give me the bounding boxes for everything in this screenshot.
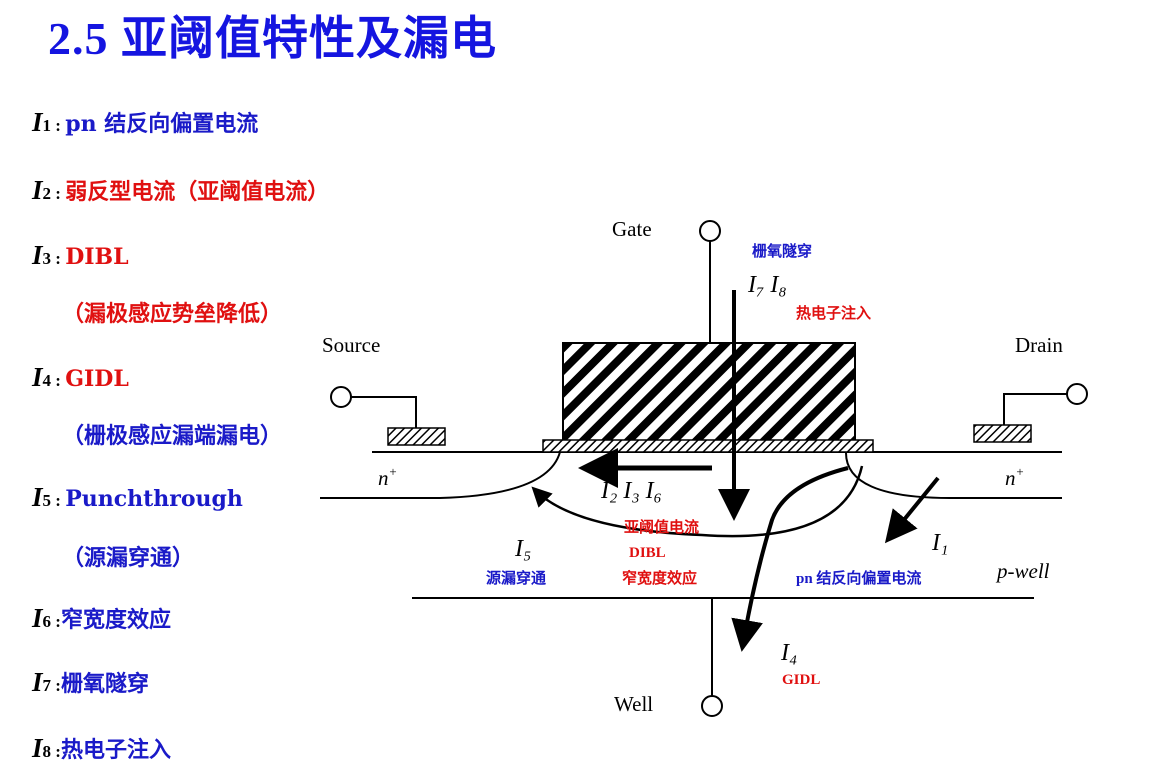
legend-item-i5-detail: （源漏穿通） [62,545,195,571]
drain-terminal [1066,383,1088,405]
page-title: 2.5 亚阈值特性及漏电 [48,13,497,64]
drain-label: Drain [1015,333,1063,357]
i4-label: I₄ [780,640,797,666]
well-terminal [701,695,723,717]
arrow-i5 [531,465,864,538]
dibl-label: DIBL [629,545,666,561]
legend-item-i4: I4 : GIDL [32,362,129,392]
legend-item-i8: I8 :热电子注入 [32,733,171,763]
n-plus-drain-label: n+ [1005,464,1024,490]
source-junction [320,451,561,499]
source-label: Source [322,333,380,357]
source-terminal [330,386,352,408]
drain-junction [844,451,1062,499]
legend-item-i3: I3 : DIBL [32,240,129,270]
well-label: Well [614,692,653,716]
narrow-width-label: 窄宽度效应 [622,569,697,587]
gate-terminal [699,220,721,242]
arrow-i4 [731,466,849,652]
source-contact-pad [387,427,446,446]
gate-oxide [542,439,874,453]
gate-poly [562,342,856,442]
gate-oxide-tunnel-label: 栅氧隧穿 [752,242,812,260]
legend-item-i7: I7 :栅氧隧穿 [32,667,149,697]
gidl-label: GIDL [782,672,820,688]
legend-item-i4-detail: （栅极感应漏端漏电） [62,423,283,449]
punchthrough-label: 源漏穿通 [486,569,546,587]
source-wire [351,396,417,428]
i2-i3-i6-label: I₂ I₃ I₆ [600,478,662,504]
pn-reverse-label: pn 结反向偏置电流 [796,569,921,587]
arrow-i1 [884,476,940,544]
gate-label: Gate [612,217,652,241]
i7-i8-label: I₇ I₈ [747,272,787,298]
subthreshold-current-label: 亚阈值电流 [624,518,699,536]
legend-item-i5: I5 : Punchthrough [32,482,243,512]
p-well-label: p-well [995,559,1050,583]
legend-item-i3-detail: （漏极感应势垒降低） [62,301,283,327]
i1-label: I₁ [931,530,948,556]
legend-item-i1: I1 : pn 结反向偏置电流 [32,107,259,137]
drain-contact-pad [973,424,1032,443]
n-plus-source-label: n+ [378,464,397,490]
legend-item-i2: I2 : 弱反型电流（亚阈值电流） [32,175,330,205]
i5-label: I₅ [514,536,531,562]
legend-item-i6: I6 :窄宽度效应 [32,603,171,633]
drain-wire [1003,393,1067,425]
hot-electron-label: 热电子注入 [796,304,871,322]
